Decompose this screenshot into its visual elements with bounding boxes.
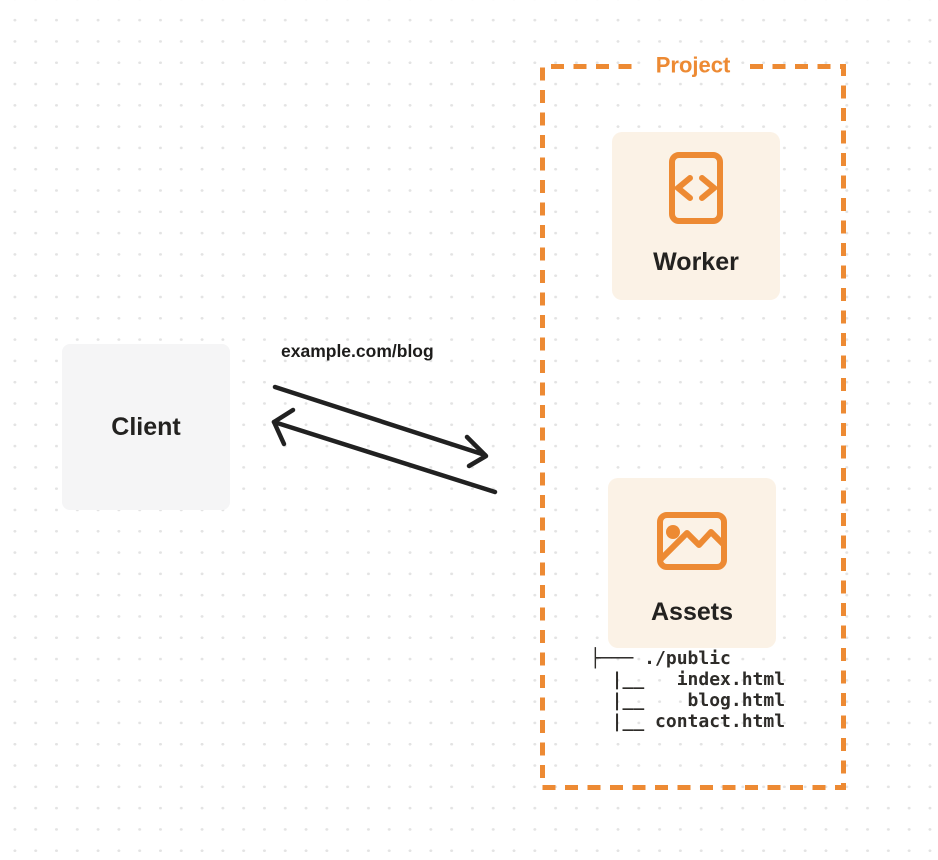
code-file-icon: [669, 152, 723, 224]
assets-label: Assets: [651, 598, 733, 626]
project-dashed-border: [540, 64, 846, 790]
client-node: Client: [62, 344, 230, 510]
request-arrowhead-icon: [464, 434, 489, 469]
response-arrow-shaft: [271, 419, 498, 495]
project-title: Project: [655, 52, 731, 78]
project-container: Project Worker Assets ├─── ./public |__ …: [540, 53, 846, 790]
client-label: Client: [111, 412, 181, 441]
response-arrowhead-icon: [271, 407, 296, 447]
request-url-label: example.com/blog: [281, 341, 434, 361]
request-arrow-shaft: [272, 384, 488, 458]
worker-node: Worker: [612, 132, 780, 300]
image-icon: [657, 512, 727, 570]
worker-label: Worker: [653, 248, 739, 276]
assets-node: Assets: [608, 478, 776, 648]
assets-file-tree: ├─── ./public |__ index.html |__ blog.ht…: [590, 648, 786, 732]
